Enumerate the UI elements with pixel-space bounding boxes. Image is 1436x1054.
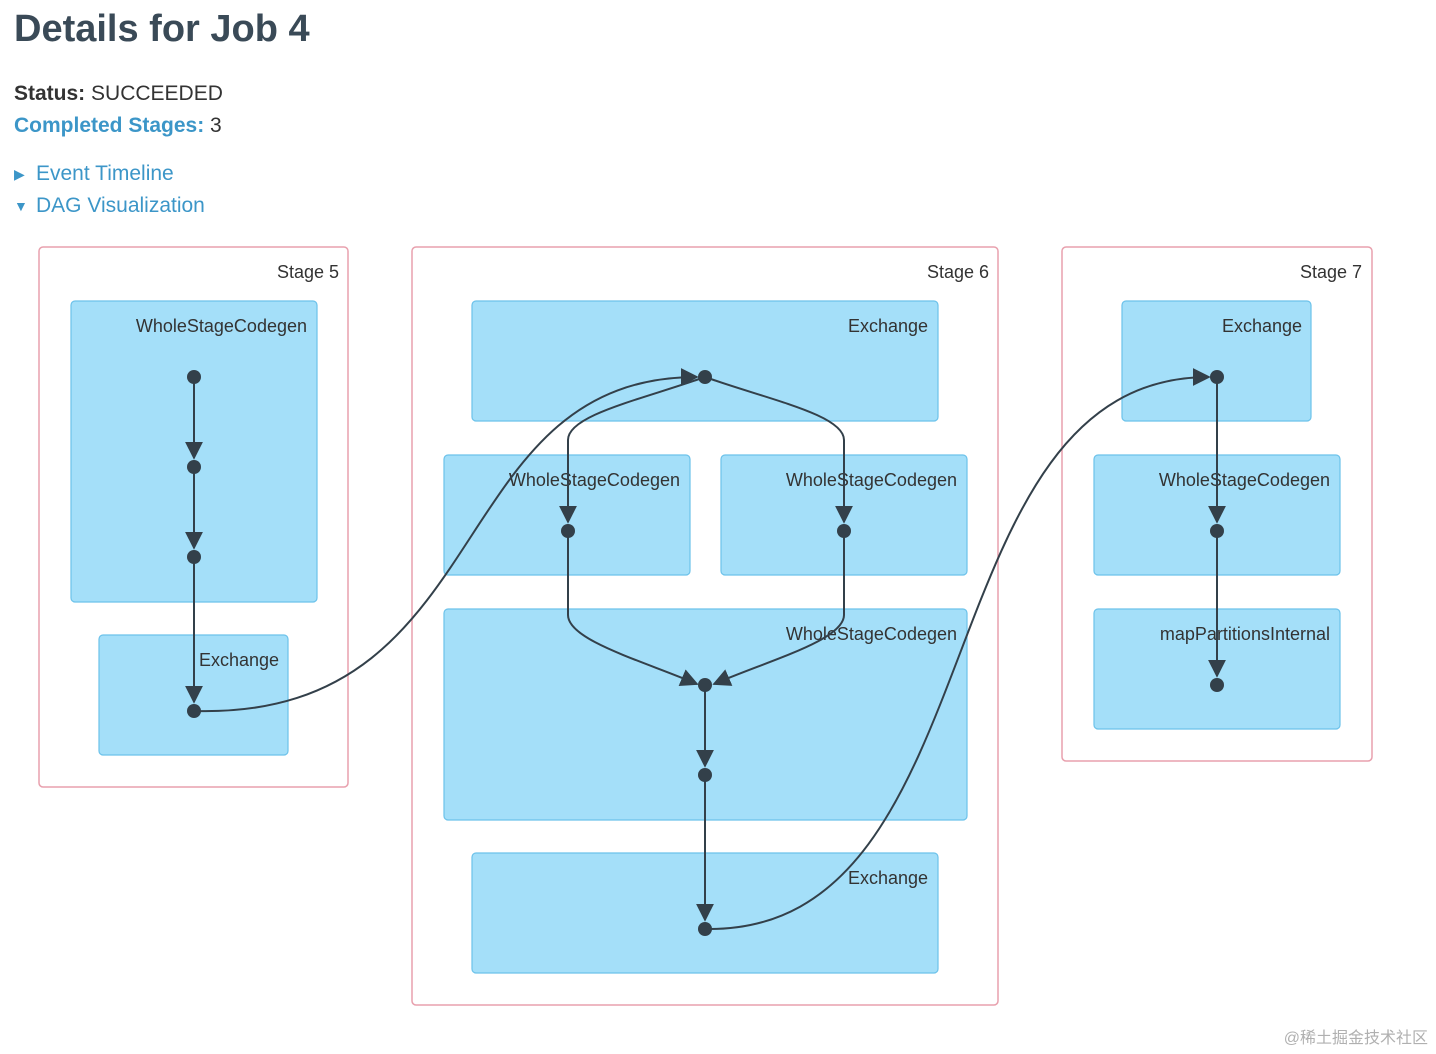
operator-node-exchange[interactable]: Exchange bbox=[1121, 300, 1312, 422]
dag-edges bbox=[185, 368, 1226, 931]
stage-cluster-7[interactable]: Stage 7 bbox=[1061, 246, 1373, 762]
dag-point bbox=[1210, 524, 1224, 538]
page-title: Details for Job 4 bbox=[14, 8, 310, 50]
event-timeline-label: Event Timeline bbox=[36, 162, 174, 185]
status-label: Status: bbox=[14, 82, 86, 105]
completed-stages-line: Completed Stages: 3 bbox=[14, 114, 222, 138]
status-line: Status: SUCCEEDED bbox=[14, 82, 223, 106]
stage-cluster-5[interactable]: Stage 5 bbox=[38, 246, 349, 788]
completed-stages-count: 3 bbox=[210, 114, 222, 137]
dag-visualization-toggle[interactable]: ▼ DAG Visualization bbox=[14, 194, 205, 218]
stage-label: Stage 5 bbox=[277, 262, 339, 282]
dag-visualization-label: DAG Visualization bbox=[36, 194, 205, 217]
caret-right-icon: ▶ bbox=[14, 165, 25, 182]
operator-label: WholeStageCodegen bbox=[1159, 470, 1330, 490]
dag-point bbox=[698, 922, 712, 936]
dag-point bbox=[837, 524, 851, 538]
operator-label: Exchange bbox=[848, 316, 928, 336]
event-timeline-toggle[interactable]: ▶ Event Timeline bbox=[14, 162, 174, 186]
dag-point bbox=[187, 370, 201, 384]
status-value: SUCCEEDED bbox=[91, 82, 223, 105]
stage-label: Stage 6 bbox=[927, 262, 989, 282]
dag-point bbox=[187, 460, 201, 474]
dag-point bbox=[1210, 370, 1224, 384]
dag-point bbox=[561, 524, 575, 538]
stage-cluster-6[interactable]: Stage 6 bbox=[411, 246, 999, 1006]
operator-label: Exchange bbox=[848, 868, 928, 888]
dag-points bbox=[187, 370, 1224, 936]
dag-edge bbox=[567, 531, 699, 687]
dag-point bbox=[698, 678, 712, 692]
dag-point bbox=[698, 768, 712, 782]
operator-label: mapPartitionsInternal bbox=[1160, 624, 1330, 644]
operator-label: WholeStageCodegen bbox=[136, 316, 307, 336]
dag-point bbox=[698, 370, 712, 384]
dag-point bbox=[1210, 678, 1224, 692]
operator-label: WholeStageCodegen bbox=[509, 470, 680, 490]
operator-label: WholeStageCodegen bbox=[786, 470, 957, 490]
operator-label: WholeStageCodegen bbox=[786, 624, 957, 644]
dag-edge bbox=[193, 368, 699, 713]
operator-label: Exchange bbox=[199, 650, 279, 670]
dag-edge bbox=[712, 531, 845, 686]
dag-point bbox=[187, 550, 201, 564]
dag-edge bbox=[704, 368, 1211, 931]
dag-point bbox=[187, 704, 201, 718]
completed-stages-link[interactable]: Completed Stages: bbox=[14, 114, 205, 137]
dag-edge bbox=[704, 376, 853, 524]
watermark: @稀土掘金技术社区 bbox=[1283, 1030, 1428, 1047]
operator-node-exchange[interactable]: Exchange bbox=[471, 300, 939, 422]
caret-down-icon: ▼ bbox=[14, 198, 28, 214]
operator-label: Exchange bbox=[1222, 316, 1302, 336]
stage-label: Stage 7 bbox=[1300, 262, 1362, 282]
dag-edge bbox=[559, 376, 706, 524]
